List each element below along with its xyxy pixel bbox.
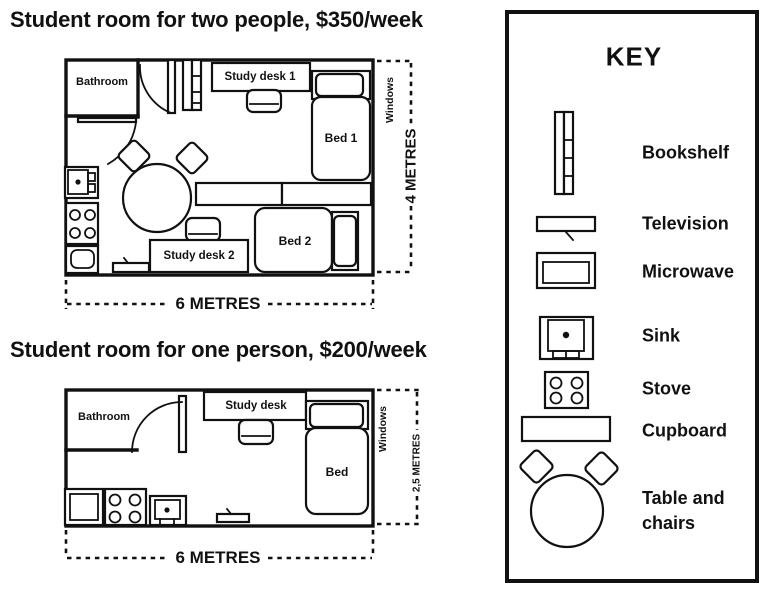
- study-desk-2-icon: [148, 216, 250, 274]
- windows-label: Windows: [377, 406, 389, 452]
- key-label-stove: Stove: [642, 378, 692, 399]
- study-desk-2-label: Study desk 2: [163, 250, 235, 262]
- key-border: [505, 10, 759, 583]
- two-person-plan: [63, 58, 414, 309]
- table-and-chairs-icon: [117, 139, 209, 234]
- windows-label: Windows: [384, 77, 396, 123]
- bed-icon: [304, 399, 370, 516]
- microwave-symbol: [535, 251, 597, 290]
- dimension-lines: [64, 388, 420, 560]
- study-desk-icon: [202, 390, 308, 446]
- height-dimension-label: 2,5 METRES: [411, 433, 423, 493]
- microwave-icon: [64, 244, 100, 275]
- microwave-icon: [63, 487, 105, 527]
- bathroom-label: Bathroom: [76, 76, 128, 88]
- key-label-microwave: Microwave: [642, 261, 735, 282]
- bathroom-label: Bathroom: [78, 411, 130, 423]
- television-icon: [215, 507, 251, 524]
- width-dimension-label: 6 METRES: [175, 294, 261, 313]
- study-desk-1-label: Study desk 1: [224, 71, 296, 83]
- key-panel: [505, 10, 759, 583]
- stove-icon: [64, 201, 100, 246]
- cupboard-symbol: [520, 415, 612, 443]
- stove-icon: [103, 487, 148, 527]
- bed-1-label: Bed 1: [324, 131, 358, 145]
- bookshelf-symbol: [553, 110, 575, 196]
- key-label-cupboard: Cupboard: [642, 420, 727, 441]
- key-label-bookshelf: Bookshelf: [642, 142, 730, 163]
- bed-2-icon: [253, 206, 360, 274]
- height-dimension-label: 4 METRES: [402, 128, 420, 204]
- one-person-plan: [63, 388, 420, 560]
- sink-icon: [63, 165, 100, 200]
- cupboard-icons: [194, 181, 373, 207]
- sink-icon: [148, 494, 188, 527]
- stove-symbol: [543, 370, 590, 410]
- dimension-lines: [64, 59, 414, 309]
- width-dimension-label: 6 METRES: [175, 548, 261, 567]
- key-label-sink: Sink: [642, 325, 681, 346]
- key-title: KEY: [605, 41, 663, 72]
- bed-1-icon: [310, 69, 372, 182]
- study-desk-label: Study desk: [225, 400, 287, 412]
- television-symbol: [535, 215, 597, 242]
- room-walls: [64, 388, 375, 528]
- study-desk-1-icon: [210, 61, 312, 114]
- bookshelf-icon: [181, 58, 203, 112]
- table-chairs-symbol: [519, 449, 619, 549]
- television-icon: [111, 256, 151, 274]
- bed-2-label: Bed 2: [278, 234, 312, 248]
- two-person-title: Student room for two people, $350/week: [10, 7, 423, 32]
- key-label-table-chairs: Table and chairs: [642, 488, 725, 533]
- sink-symbol: [538, 315, 595, 361]
- bed-label: Bed: [325, 465, 349, 479]
- key-label-television: Television: [642, 213, 729, 234]
- one-person-title: Student room for one person, $200/week: [10, 337, 427, 362]
- bathroom-door-icon: [131, 394, 188, 454]
